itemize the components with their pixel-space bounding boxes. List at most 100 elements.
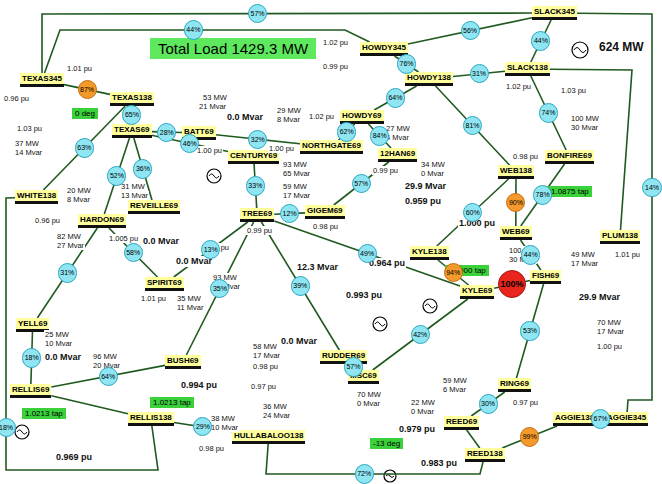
generator-symbol	[15, 425, 29, 439]
value-patch: 20 MW	[66, 186, 92, 195]
loading-percent: 31%	[60, 269, 74, 276]
loading-pie: 57%	[248, 4, 267, 23]
bus-label: HOWDY345	[360, 42, 408, 56]
bus-name: KYLE69	[462, 286, 492, 295]
loading-percent: 56%	[463, 27, 477, 34]
value-label: 0.0 Mvar	[143, 236, 179, 246]
value-patch: 34 MW	[420, 160, 446, 169]
value-patch: 0.0 Mvar	[280, 336, 318, 347]
bus-name: 12HAN69	[380, 149, 415, 158]
value-label: 0.99 pu	[373, 166, 398, 175]
value-patch: 30 Mvar	[570, 123, 599, 132]
value-label: 0.96 pu	[35, 216, 60, 225]
loading-pie: 28%	[157, 123, 176, 142]
bus-name: BUSH69	[167, 356, 199, 365]
value-patch: 29.9 Mvar	[578, 292, 621, 303]
loading-pie: 57%	[344, 357, 363, 376]
value-patch: 29 MW	[276, 106, 302, 115]
value-label: 22 MW	[411, 398, 435, 407]
value-patch: 59 MW	[282, 182, 308, 191]
bus-name: WEB138	[500, 166, 532, 175]
loading-pie: 65%	[122, 105, 141, 124]
value-patch: 1.01 pu	[66, 64, 93, 73]
value-patch: 14 Mvar	[14, 148, 43, 157]
transmission-line	[453, 71, 505, 76]
value-label: 59 MW	[283, 182, 307, 191]
bus-name: KYLE138	[412, 247, 447, 256]
value-label: 17 Mvar	[597, 327, 624, 336]
value-label: 25 MW	[45, 330, 69, 339]
transmission-line	[64, 85, 110, 95]
value-label: 0.97 pu	[251, 382, 276, 391]
value-patch: 70 MW	[596, 318, 622, 327]
bus-name: FISH69	[532, 271, 559, 280]
bus-label: SPIRIT69	[145, 277, 184, 291]
value-label: 59 MW	[443, 376, 467, 385]
loading-percent: 33%	[248, 182, 262, 189]
value-label: 35 MW	[177, 294, 201, 303]
value-label: 17 Mvar	[571, 259, 598, 268]
bus-name: RELLIS138	[130, 413, 172, 422]
loading-pie: 29%	[193, 417, 212, 436]
value-label: 0.99 pu	[323, 62, 348, 71]
transmission-line	[516, 284, 543, 378]
value-label: 0.969 pu	[56, 452, 92, 462]
bus-name: RING69	[500, 379, 529, 388]
bus-name: 1.0875 tap	[551, 187, 589, 196]
loading-pie: 31%	[470, 64, 489, 83]
transmission-line	[6, 198, 158, 470]
loading-pie: 81%	[463, 116, 482, 135]
value-label: 70 MW	[357, 390, 381, 399]
bus-label: KYLE69	[460, 285, 494, 299]
loading-pie: 74%	[539, 103, 558, 122]
bus-name: PLUM138	[602, 231, 638, 240]
value-patch: 27 MW	[385, 124, 411, 133]
generator-symbol	[572, 42, 588, 58]
value-patch: 0.0 Mvar	[44, 352, 82, 363]
value-label: 24 Mvar	[263, 411, 290, 420]
value-patch: 58 MW	[252, 342, 278, 351]
bus-label: SLACK138	[505, 62, 550, 76]
value-label: 10 Mvar	[45, 339, 72, 348]
loading-percent: 74%	[541, 109, 555, 116]
value-label: 20 MW	[67, 186, 91, 195]
transmission-line	[216, 135, 300, 144]
value-patch: 22 MW	[410, 398, 436, 407]
value-patch: 0.994 pu	[180, 380, 218, 391]
loading-pie: 64%	[386, 88, 405, 107]
loading-pie: 44%	[531, 31, 550, 50]
loading-pie: 56%	[461, 21, 480, 40]
value-label: 30 Mvar	[571, 123, 598, 132]
value-patch: 1.005 pu	[108, 234, 139, 243]
value-label: 0 Mvar	[411, 407, 434, 416]
loading-percent: 65%	[125, 111, 139, 118]
value-patch: 0 Mvar	[356, 399, 381, 408]
bus-label: HOWDY138	[405, 72, 453, 86]
value-label: 49 MW	[571, 250, 595, 259]
value-patch: 38 MW	[210, 414, 236, 423]
loading-percent: 18%	[25, 354, 39, 361]
bus-label: TEXAS345	[20, 73, 64, 87]
value-label: 1.005 pu	[109, 234, 138, 243]
value-patch: 37 MW	[14, 139, 40, 148]
loading-pie: 62%	[337, 122, 356, 141]
loading-pie: 78%	[533, 185, 552, 204]
value-patch: 13 Mvar	[120, 191, 149, 200]
value-patch: 6 Mvar	[442, 385, 467, 394]
bus-label: REVEILLE69	[128, 200, 180, 214]
bus-name: REED69	[446, 417, 477, 426]
loading-pie: 39%	[291, 276, 310, 295]
loading-pie: 76%	[397, 54, 416, 73]
transmission-line	[577, 13, 652, 412]
loading-percent: 63%	[77, 144, 91, 151]
transmission-line	[42, 13, 532, 73]
value-label: 29 MW	[277, 106, 301, 115]
loading-percent: 67%	[594, 415, 608, 422]
loading-percent: 44%	[186, 26, 200, 33]
value-label: 0.97 pu	[513, 398, 538, 407]
value-patch: 0.0 Mvar	[226, 112, 264, 123]
bus-name: TEXAS138	[112, 93, 152, 102]
value-label: 0.98 pu	[253, 362, 278, 371]
loading-percent: 12%	[283, 210, 297, 217]
value-label: 0.99 pu	[247, 226, 272, 235]
